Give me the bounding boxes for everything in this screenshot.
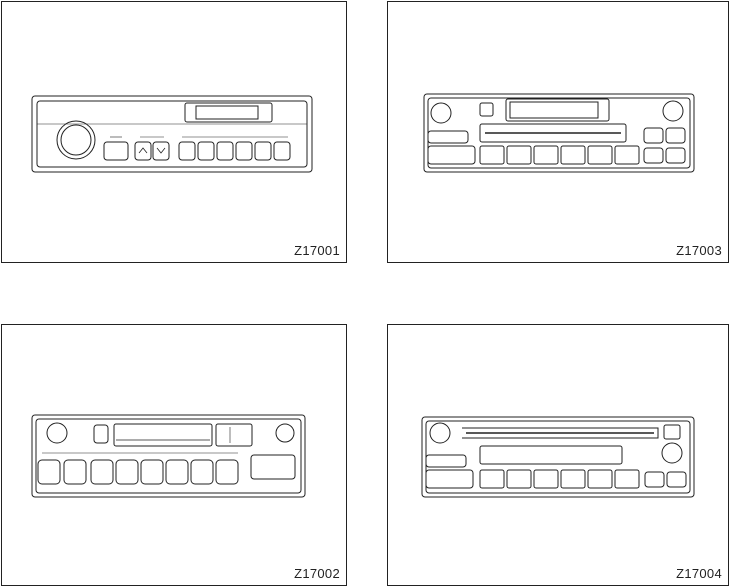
eject-button-icon <box>664 425 680 439</box>
scan-button-icon <box>426 455 466 467</box>
track-tune-button-icon <box>428 146 475 164</box>
volume-knob-icon <box>431 103 451 123</box>
figure-radio-cd: Z17004 <box>387 324 729 586</box>
figure-radio-cassette-cd: Z17003 <box>387 1 729 263</box>
eject-button-icon <box>94 425 108 443</box>
tune-knob-icon <box>276 424 294 442</box>
radio-unit-illustration <box>2 2 348 264</box>
figure-code: Z17002 <box>294 566 340 581</box>
track-tune-button-icon <box>426 470 473 488</box>
figure-code: Z17001 <box>294 243 340 258</box>
eject-button-icon <box>480 103 493 116</box>
radio-unit-illustration <box>388 325 730 587</box>
tune-down-button-icon <box>135 142 151 160</box>
figure-code: Z17004 <box>676 566 722 581</box>
figure-radio-basic: Z17001 <box>1 1 347 263</box>
tune-knob-icon <box>662 443 682 463</box>
radio-unit-illustration <box>388 2 730 264</box>
tune-up-button-icon <box>153 142 169 160</box>
cassette-door-icon <box>114 424 212 446</box>
figure-code: Z17003 <box>676 243 722 258</box>
am-fm-button-icon <box>104 142 128 160</box>
scan-button-icon <box>428 131 468 143</box>
figure-radio-cassette: Z17002 <box>1 324 347 586</box>
volume-knob-icon <box>47 423 67 443</box>
volume-knob-icon <box>430 423 450 443</box>
power-volume-knob-icon <box>57 121 95 159</box>
radio-unit-illustration <box>2 325 348 587</box>
tune-knob-icon <box>663 101 683 121</box>
